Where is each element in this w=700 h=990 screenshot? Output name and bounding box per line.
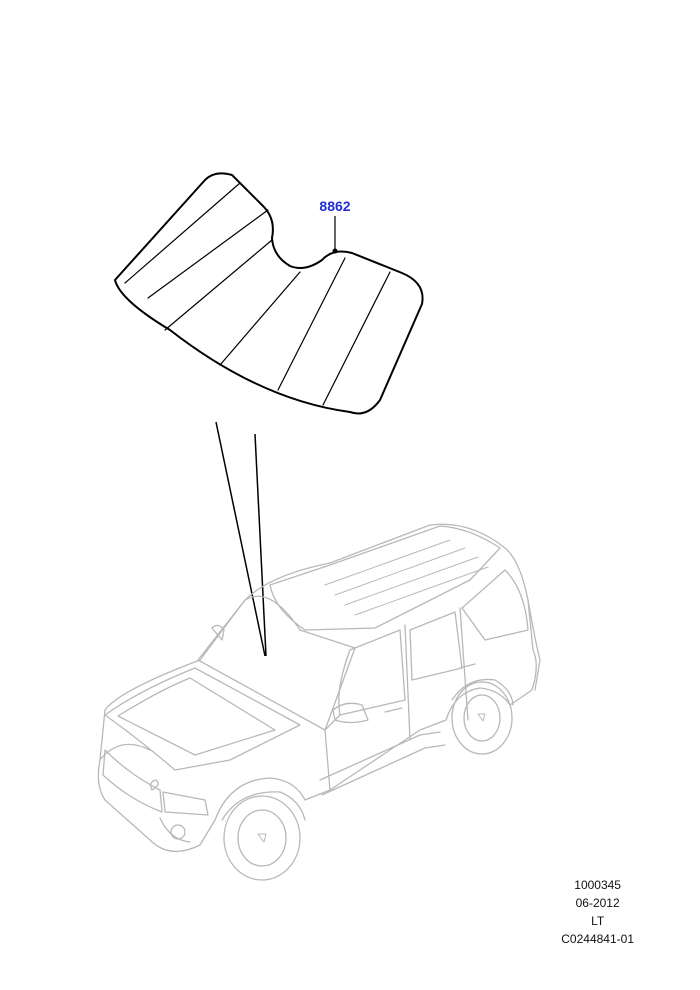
position-pointer-lines [215, 421, 267, 657]
drawing-number: 1000345 [574, 878, 621, 892]
suv-vehicle-icon [97, 523, 541, 881]
catalog-reference: C0244841-01 [561, 932, 634, 946]
drawing-code: LT [591, 914, 605, 928]
drawing-reference-block: 1000345 06-2012 LT C0244841-01 [561, 876, 634, 948]
drawing-date: 06-2012 [575, 896, 620, 910]
part-number-8862[interactable]: 8862 [319, 198, 350, 214]
callout-leader [332, 216, 338, 254]
windshield-sunshade-icon[interactable] [114, 172, 424, 415]
